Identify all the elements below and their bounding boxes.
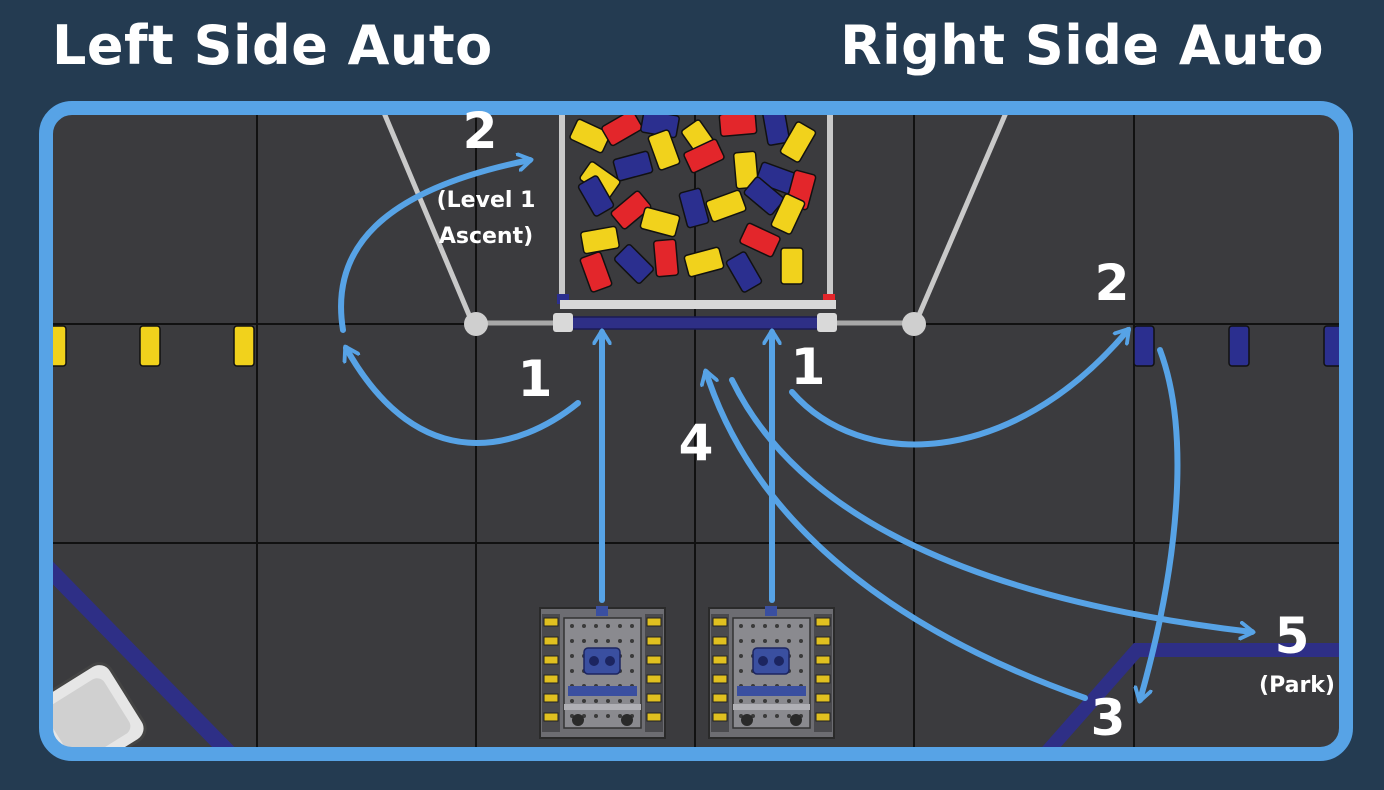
step-label-left-1: 1 <box>518 350 553 408</box>
robot-left <box>539 606 666 739</box>
step-label-right-1: 1 <box>791 338 826 396</box>
sample-piece <box>601 109 643 147</box>
step-label-right-4: 4 <box>679 414 714 472</box>
sample-piece <box>579 251 613 293</box>
sample-piece <box>705 189 747 223</box>
sample-piece <box>743 176 785 216</box>
path-left-1-curve <box>346 348 581 446</box>
path-right-5-park <box>729 377 1252 632</box>
sample-piece <box>770 193 806 235</box>
step-label-right-2: 2 <box>1095 254 1130 312</box>
step-label-left-2: 2 <box>463 102 498 160</box>
sample-piece <box>683 246 725 278</box>
sample-piece <box>678 187 710 229</box>
step-note-right-5: (Park) <box>1259 673 1335 698</box>
sample-piece <box>779 121 817 163</box>
path-right-3-drive <box>1140 347 1181 700</box>
sample-piece <box>780 247 804 285</box>
path-left-2-ascent <box>338 160 530 333</box>
right-side-auto-title: Right Side Auto <box>840 14 1324 77</box>
sample-piece <box>652 238 680 278</box>
sample-piece <box>577 175 615 217</box>
sample-piece <box>610 190 652 230</box>
alliance-line-right <box>1034 643 1346 754</box>
sample-piece <box>683 138 725 174</box>
step-label-right-5: 5 <box>1275 607 1310 665</box>
sample-piece <box>613 243 655 285</box>
sample-piece <box>569 118 611 154</box>
sample-piece <box>739 222 781 258</box>
sample-piece <box>725 251 763 293</box>
step-note-left-2a: (Level 1 <box>437 188 536 213</box>
field-border <box>39 101 1353 761</box>
alliance-line-left <box>46 560 242 754</box>
submersible-structure <box>379 108 1011 336</box>
step-label-right-3: 3 <box>1091 689 1126 747</box>
sample-piece <box>647 129 681 171</box>
sample-piece <box>580 225 620 255</box>
path-right-2-curve <box>789 330 1131 448</box>
robot-right <box>708 606 835 739</box>
sample-piece <box>718 110 758 138</box>
sample-piece <box>612 150 654 182</box>
step-note-left-2b: Ascent) <box>439 224 533 249</box>
sample-piece <box>639 206 681 238</box>
path-right-4-return <box>706 372 1088 701</box>
sample-pile <box>569 108 817 293</box>
left-side-auto-title: Left Side Auto <box>52 14 493 77</box>
